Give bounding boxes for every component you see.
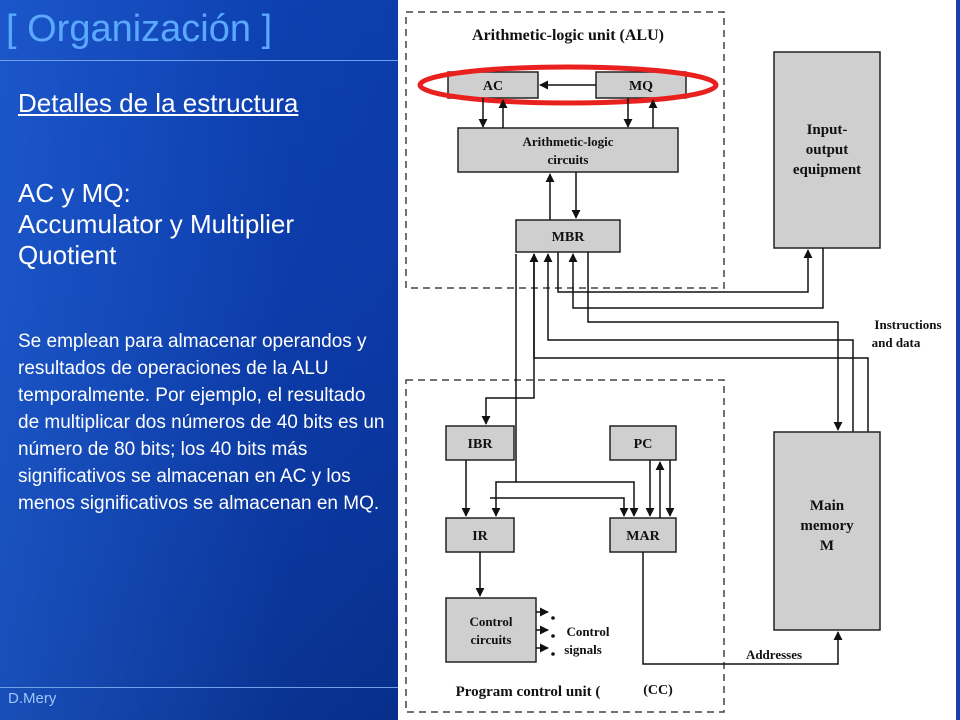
- slide-subtitle: Detalles de la estructura: [18, 88, 299, 118]
- instructions-label-2: and data: [872, 335, 921, 350]
- mbr-to-mar-arrow: [516, 481, 639, 517]
- mbr-to-io-bus: [557, 249, 813, 293]
- pc-register: [609, 425, 677, 461]
- right-edge-strip: [956, 0, 960, 720]
- ias-architecture-figure: Arithmetic-logic unit (ALU) AC MQ Arithm…: [398, 0, 956, 720]
- mbr-register: [515, 219, 621, 253]
- ac-label: AC: [483, 79, 503, 94]
- alu-region: [405, 11, 725, 289]
- main-memory-label-1: Main: [810, 498, 845, 514]
- alc-label-2: circuits: [548, 152, 589, 167]
- control-signal-dot-2: [551, 634, 555, 638]
- mbr-label: MBR: [552, 230, 586, 245]
- main-memory-label-2: memory: [800, 518, 854, 534]
- mq-register: [595, 71, 687, 99]
- control-signals-label-1: Control: [566, 624, 609, 639]
- ibr-label: IBR: [468, 437, 494, 452]
- addresses-label: Addresses: [746, 647, 802, 662]
- io-label-1: Input-: [807, 122, 848, 138]
- main-memory-label-3: M: [820, 538, 834, 554]
- mbr-to-ir-arrow: [491, 254, 517, 517]
- ac-register: [447, 71, 539, 99]
- heading-line-3: Quotient: [18, 240, 117, 270]
- ac-mq-highlight: [417, 64, 719, 106]
- footer-divider: [0, 687, 400, 688]
- cc-tag: (CC): [643, 683, 673, 698]
- control-circuits-label-2: circuits: [471, 632, 512, 647]
- heading-line-2: Accumulator y Multiplier: [18, 209, 294, 239]
- program-control-region: [405, 379, 725, 713]
- mbr-to-ibr-arrow: [481, 254, 535, 425]
- heading-line-1: AC y MQ:: [18, 178, 131, 208]
- program-control-unit-title: Program control unit (: [456, 684, 601, 700]
- io-label-3: equipment: [793, 162, 861, 178]
- instructions-label-1: Instructions: [874, 317, 941, 332]
- architecture-diagram: Arithmetic-logic unit (ALU) AC MQ Arithm…: [405, 11, 942, 713]
- io-label-2: output: [806, 142, 849, 158]
- alc-label-1: Arithmetic-logic: [523, 134, 614, 149]
- pc-label: PC: [634, 437, 653, 452]
- main-memory-box: [773, 431, 881, 631]
- control-signal-dot-1: [551, 616, 555, 620]
- io-to-mbr-bus: [568, 248, 824, 309]
- addresses-bus: [642, 552, 843, 665]
- alu-title: Arithmetic-logic unit (ALU): [472, 27, 664, 44]
- mar-label: MAR: [626, 529, 660, 544]
- heading-block: AC y MQ: Accumulator y Multiplier Quotie…: [18, 178, 398, 271]
- control-circuits-label-1: Control: [469, 614, 512, 629]
- ir-label: IR: [472, 529, 488, 544]
- memory-to-ibr-bus: [529, 253, 869, 432]
- control-signals-label-2: signals: [564, 642, 602, 657]
- footer-author: D.Mery: [8, 690, 57, 707]
- body-paragraph: Se emplean para almacenar operandos y re…: [18, 331, 385, 514]
- mq-label: MQ: [629, 79, 653, 94]
- mbr-to-memory-bus: [587, 252, 843, 431]
- ibr-to-mar-arrow: [490, 497, 629, 517]
- control-circuits-box: [445, 597, 537, 663]
- io-equipment-box: [773, 51, 881, 249]
- ibr-register: [445, 425, 515, 461]
- mar-register: [609, 517, 677, 553]
- alc-box: [457, 127, 679, 173]
- slide-title: [ Organización ]: [6, 8, 273, 50]
- memory-to-mbr-bus: [543, 253, 854, 432]
- control-signal-dot-3: [551, 652, 555, 656]
